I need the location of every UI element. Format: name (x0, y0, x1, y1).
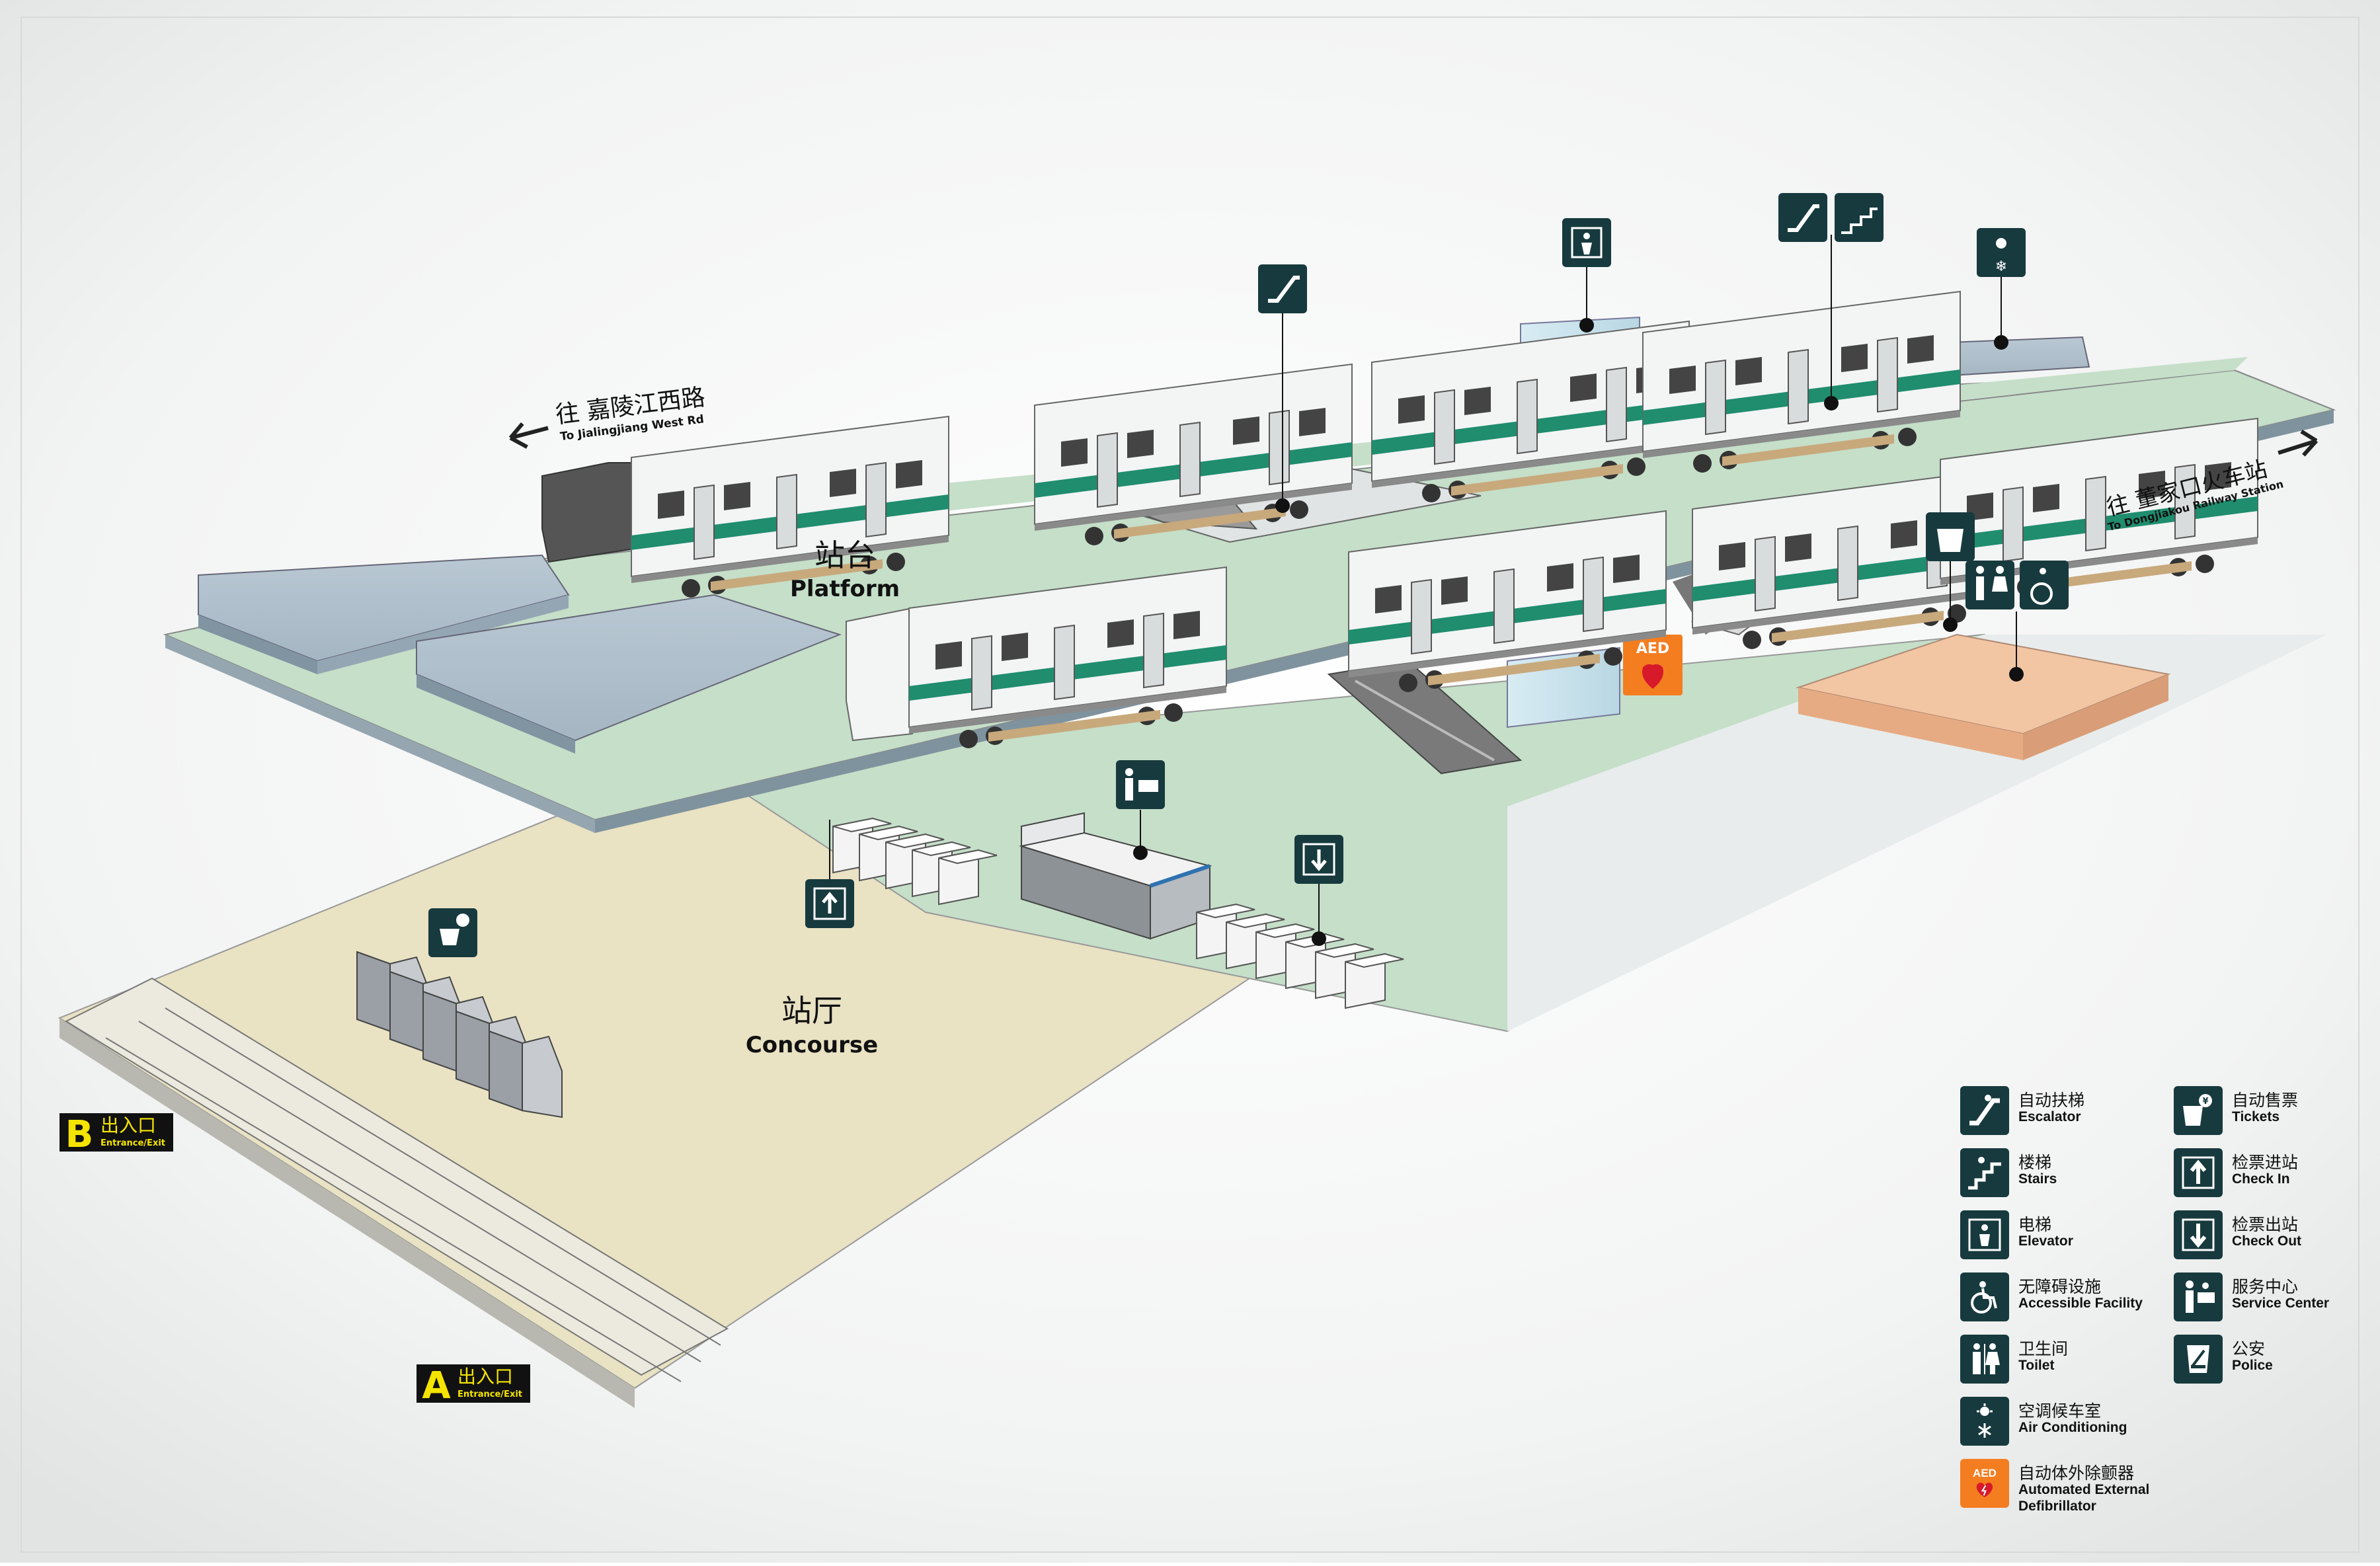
legend-label-zh: 自动体外除颤器 (2018, 1464, 2135, 1483)
legend-label-en: Police (2232, 1358, 2273, 1373)
toilet-block (1796, 633, 2171, 760)
train-west (541, 291, 1961, 598)
legend-label-en: Check Out (2232, 1233, 2302, 1249)
toilet-icon (1960, 1335, 2009, 1384)
legend-label-zh: 公安 (2232, 1339, 2266, 1358)
concourse-label-en: Concourse (746, 1032, 878, 1058)
police-icon (2174, 1335, 2223, 1384)
elevator-icon (1960, 1210, 2009, 1259)
map-sign-accessible (2020, 561, 2069, 609)
map-sign-escalator-2 (1778, 193, 1827, 242)
legend-label-zh: 自动扶梯 (2018, 1091, 2085, 1110)
map-sign-check-out (1294, 835, 1343, 884)
entrance-b-badge: B 出入口 Entrance/Exit (60, 1113, 173, 1156)
map-sign-tickets (428, 908, 477, 957)
stairs-icon (1960, 1148, 2009, 1197)
concourse-label-zh: 站厅 (781, 993, 842, 1029)
train-east (846, 418, 2258, 749)
entrance-b-label-zh: 出入口 (100, 1115, 156, 1136)
entrance-a-label-en: Entrance/Exit (457, 1390, 522, 1399)
aed-sign: AED (1623, 635, 1683, 695)
legend-label-zh: 卫生间 (2018, 1339, 2069, 1358)
legend-label-en: Escalator (2018, 1109, 2081, 1124)
legend-label-en: Service Center (2232, 1296, 2330, 1311)
legend-label-zh: 检票出站 (2232, 1215, 2299, 1234)
map-sign-toilet (1965, 561, 2014, 609)
platform-label-zh: 站台 (814, 537, 875, 573)
legend-label-zh: 楼梯 (2018, 1153, 2052, 1172)
platform-label-en: Platform (790, 576, 900, 602)
svg-text:¥: ¥ (2202, 1097, 2208, 1107)
check-out-icon (2174, 1210, 2223, 1259)
legend-label-zh: 无障碍设施 (2018, 1277, 2102, 1296)
map-sign-stairs (1835, 193, 1884, 242)
map-sign-elevator (1562, 218, 1611, 267)
map-sign-police (1926, 512, 1975, 561)
legend-label-en: Check In (2232, 1171, 2290, 1187)
legend-label-en: Stairs (2018, 1171, 2057, 1187)
legend-label-en: Air Conditioning (2018, 1420, 2127, 1435)
map-sign-air-conditioning: ❄ (1977, 228, 2026, 277)
check-in-icon (2174, 1148, 2223, 1197)
entrance-a-badge: A 出入口 Entrance/Exit (416, 1364, 530, 1407)
accessible-icon (1960, 1272, 2009, 1321)
legend-label-zh: 自动售票 (2232, 1091, 2299, 1110)
aed-icon-text: AED (1973, 1467, 1997, 1479)
svg-text:❄: ❄ (1995, 258, 2007, 275)
legend-label-zh: 空调候车室 (2018, 1401, 2102, 1421)
legend-label-zh: 服务中心 (2232, 1277, 2299, 1296)
service-center-icon (2174, 1272, 2223, 1321)
legend-label-zh: 电梯 (2018, 1215, 2052, 1234)
escalator-icon (1960, 1086, 2009, 1135)
entrance-a-label-zh: 出入口 (457, 1366, 513, 1388)
legend-label-en: Toilet (2018, 1358, 2055, 1373)
legend-label-en: Accessible Facility (2018, 1296, 2143, 1311)
legend-label-zh: 检票进站 (2232, 1153, 2299, 1172)
entrance-b-label-en: Entrance/Exit (100, 1138, 165, 1148)
legend-label-en: Elevator (2018, 1233, 2073, 1249)
legend-label-en: Automated External Defibrillator (2018, 1482, 2150, 1514)
equipment-rooms (198, 336, 2090, 754)
sign-pins (829, 235, 2024, 946)
ticket-machine-icon: ¥ (2174, 1086, 2223, 1135)
aed-badge-text: AED (1636, 641, 1669, 657)
entrance-stairs (64, 977, 729, 1382)
map-sign-service-center (1116, 760, 1165, 809)
map-sign-escalator-1 (1258, 264, 1307, 313)
entrance-a-letter: A (422, 1364, 451, 1407)
aed-icon: AED (1960, 1459, 2009, 1508)
air-conditioning-icon (1960, 1397, 2009, 1446)
map-sign-check-in (805, 879, 854, 928)
legend-label-en: Tickets (2232, 1109, 2280, 1124)
entrance-b-letter: B (65, 1113, 94, 1156)
